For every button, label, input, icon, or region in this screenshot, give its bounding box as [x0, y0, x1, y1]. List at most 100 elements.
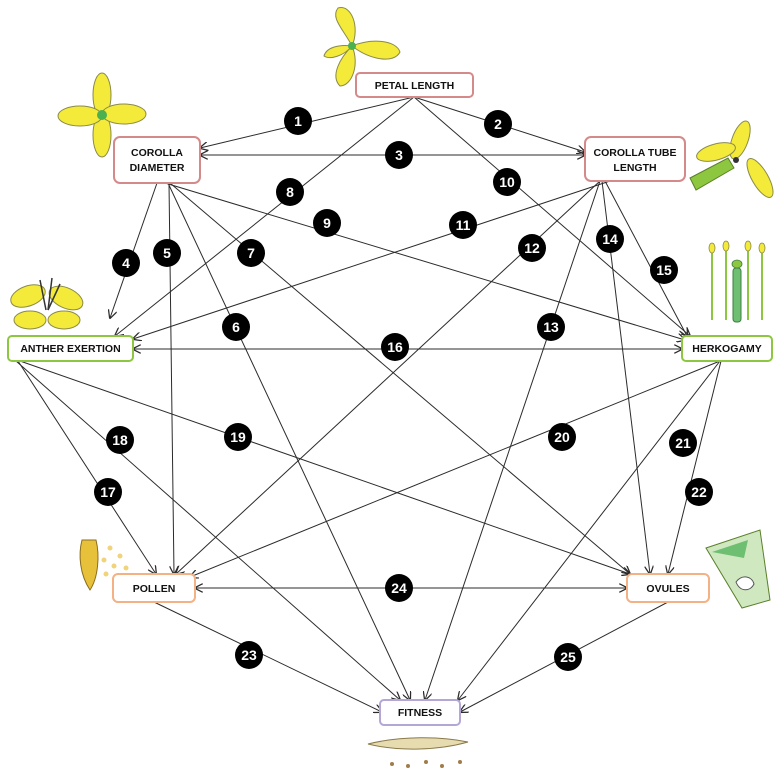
- edge-18-anther-to-fitness: [15, 360, 400, 700]
- path-badge-circle: [650, 256, 678, 284]
- edge-4-corolla-to-anther: [110, 182, 158, 318]
- path-badge-circle: [235, 641, 263, 669]
- path-badge-circle: [518, 234, 546, 262]
- edge-6-corolla-to-fitness: [167, 182, 410, 700]
- path-badge-number: 7: [247, 245, 255, 261]
- edge-13-tube-to-fitness: [425, 180, 601, 700]
- edge-17-anther-to-pollen: [17, 360, 156, 574]
- path-badge-4: 4: [112, 249, 140, 277]
- path-badge-circle: [224, 423, 252, 451]
- path-badge-circle: [493, 168, 521, 196]
- path-badge-circle: [669, 429, 697, 457]
- node-ovules: OVULES: [626, 573, 710, 603]
- edge-layer: [15, 96, 722, 712]
- edge-11-tube-to-anther: [133, 180, 611, 339]
- path-badge-11: 11: [449, 211, 477, 239]
- petal-flower-illustration: [322, 6, 401, 94]
- path-badge-number: 12: [524, 240, 540, 256]
- path-badge-19: 19: [224, 423, 252, 451]
- path-badge-circle: [685, 478, 713, 506]
- path-badge-number: 4: [122, 255, 130, 271]
- path-badge-circle: [385, 574, 413, 602]
- path-badge-15: 15: [650, 256, 678, 284]
- edge-8-petal-to-anther: [115, 96, 415, 336]
- path-badge-number: 25: [560, 649, 576, 665]
- node-petal-length-label: PETAL LENGTH: [375, 80, 455, 92]
- path-badge-number: 21: [675, 435, 691, 451]
- path-badge-circle: [276, 178, 304, 206]
- path-badge-number: 2: [494, 116, 502, 132]
- edge-19-anther-to-ovules: [19, 360, 630, 574]
- path-badge-20: 20: [548, 423, 576, 451]
- path-badge-number: 8: [286, 184, 294, 200]
- edge-15-tube-to-herko: [604, 180, 687, 336]
- node-corolla-diameter: COROLLA DIAMETER: [113, 136, 201, 184]
- path-badge-circle: [237, 239, 265, 267]
- path-badge-number: 15: [656, 262, 672, 278]
- path-badge-number: 1: [294, 113, 302, 129]
- node-ovules-label: OVULES: [646, 583, 689, 595]
- path-badge-7: 7: [237, 239, 265, 267]
- node-corolla-tube-length-label-2: LENGTH: [613, 162, 656, 174]
- path-badge-circle: [381, 333, 409, 361]
- node-fitness-label: FITNESS: [398, 707, 442, 719]
- anther-flower-illustration: [10, 277, 84, 330]
- node-herkogamy: HERKOGAMY: [681, 335, 773, 362]
- path-badge-2: 2: [484, 110, 512, 138]
- path-badge-23: 23: [235, 641, 263, 669]
- node-anther-exertion: ANTHER EXERTION: [7, 335, 134, 362]
- path-badge-18: 18: [106, 426, 134, 454]
- path-badge-number: 22: [691, 484, 707, 500]
- path-badge-25: 25: [554, 643, 582, 671]
- path-badge-22: 22: [685, 478, 713, 506]
- path-badge-circle: [596, 225, 624, 253]
- path-badge-16: 16: [381, 333, 409, 361]
- edge-23-pollen-to-fitness: [153, 601, 382, 712]
- path-badge-circle: [106, 426, 134, 454]
- path-badge-12: 12: [518, 234, 546, 262]
- path-badge-circle: [554, 643, 582, 671]
- path-badge-17: 17: [94, 478, 122, 506]
- node-corolla-tube-length-label-1: COROLLA TUBE: [593, 147, 676, 159]
- path-badge-circle: [284, 107, 312, 135]
- path-badge-6: 6: [222, 313, 250, 341]
- fitness-illustration: [367, 737, 469, 768]
- edge-22-herko-to-ovules: [668, 360, 722, 574]
- edge-21-herko-to-fitness: [458, 360, 721, 700]
- path-badge-circle: [449, 211, 477, 239]
- path-badge-number: 24: [391, 580, 407, 596]
- path-badge-number: 10: [499, 174, 515, 190]
- path-badge-number: 6: [232, 319, 240, 335]
- path-badge-number: 19: [230, 429, 246, 445]
- path-badge-number: 3: [395, 147, 403, 163]
- node-corolla-diameter-label-1: COROLLA: [131, 147, 183, 159]
- herkogamy-illustration: [708, 240, 766, 323]
- node-corolla-tube-length: COROLLA TUBE LENGTH: [584, 136, 686, 182]
- edge-10-petal-to-herko: [413, 96, 690, 336]
- path-badge-5: 5: [153, 239, 181, 267]
- node-herkogamy-label: HERKOGAMY: [692, 343, 761, 355]
- path-badge-1: 1: [284, 107, 312, 135]
- path-badge-number: 11: [456, 217, 471, 233]
- ovules-illustration: [705, 529, 771, 609]
- path-badge-circle: [548, 423, 576, 451]
- tube-flower-illustration: [689, 120, 774, 198]
- path-badge-8: 8: [276, 178, 304, 206]
- path-badge-circle: [153, 239, 181, 267]
- path-badge-number: 9: [323, 215, 331, 231]
- path-badge-14: 14: [596, 225, 624, 253]
- node-pollen-label: POLLEN: [133, 583, 176, 595]
- path-badge-3: 3: [385, 141, 413, 169]
- path-badge-13: 13: [537, 313, 565, 341]
- path-badge-number: 16: [387, 339, 403, 355]
- path-badge-circle: [112, 249, 140, 277]
- path-badge-number: 14: [602, 231, 618, 247]
- path-badge-number: 5: [163, 245, 171, 261]
- edge-20-herko-to-pollen: [190, 360, 721, 577]
- path-badge-circle: [484, 110, 512, 138]
- path-badge-number: 18: [112, 432, 128, 448]
- path-badge-circle: [385, 141, 413, 169]
- path-badge-circle: [222, 313, 250, 341]
- pollen-illustration: [79, 539, 129, 591]
